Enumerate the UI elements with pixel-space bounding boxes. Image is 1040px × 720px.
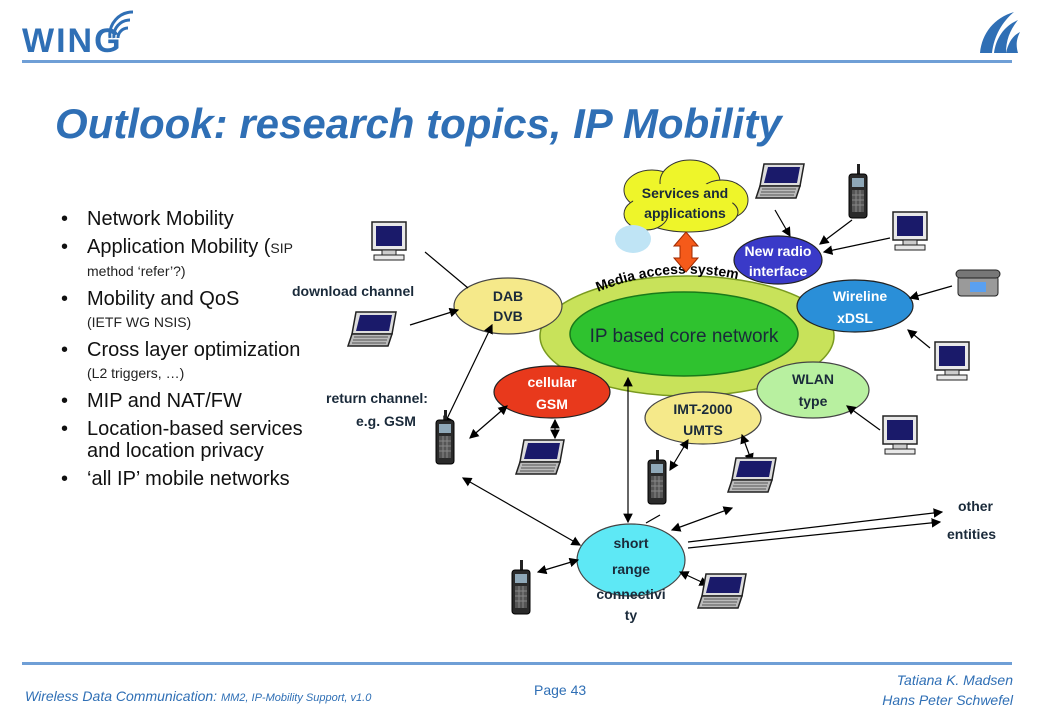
list-item: Application Mobility (SIP method ‘refer’… <box>55 236 325 282</box>
mobile-phone-icon <box>511 559 531 615</box>
imt-label-1: IMT-2000 <box>673 401 732 417</box>
bullet-text: Cross layer optimization <box>87 339 301 361</box>
list-item: MIP and NAT/FW <box>55 390 325 412</box>
author-1: Tatiana K. Madsen <box>896 672 1013 688</box>
laptop-icon <box>347 311 397 347</box>
bullet-subtext: (L2 triggers, …) <box>87 365 185 381</box>
aalborg-logo-icon <box>980 12 1020 53</box>
list-item: ‘all IP’ mobile networks <box>55 468 325 490</box>
cloud-bubble <box>615 225 651 253</box>
bullet-text: ‘all IP’ mobile networks <box>87 468 290 490</box>
wireline-label-2: xDSL <box>837 310 873 326</box>
bullet-subtext: (IETF WG NSIS) <box>87 314 192 330</box>
bullet-subtext: SIP method ‘refer’?) <box>87 240 293 279</box>
core-network-ellipse <box>569 291 799 377</box>
list-item: Mobility and QoS (IETF WG NSIS) <box>55 288 325 333</box>
desktop-computer-icon <box>882 415 918 455</box>
wlan-label-2: type <box>799 393 828 409</box>
new-radio-oval <box>733 235 823 285</box>
cellular-label-1: cellular <box>527 374 577 390</box>
laptop-icon <box>515 439 565 475</box>
footer-course: Wireless Data Communication: MM2, IP-Mob… <box>25 688 371 704</box>
footer-module: MM2, IP-Mobility Support, v1.0 <box>220 692 372 704</box>
list-item: Location-based services and location pri… <box>55 418 325 462</box>
desktop-computer-icon <box>371 221 407 261</box>
desktop-computer-icon <box>892 211 928 251</box>
footer-authors: Tatiana K. Madsen Hans Peter Schwefel <box>815 670 1013 710</box>
services-core-arrow <box>672 231 700 273</box>
mobile-phone-icon <box>435 409 455 465</box>
dab-label-1: DAB <box>493 288 523 304</box>
laptop-icon <box>697 573 747 609</box>
bullet-text: Application Mobility ( <box>87 236 271 258</box>
bullet-text: Location-based services and location pri… <box>87 418 303 462</box>
list-item: Cross layer optimization (L2 triggers, …) <box>55 339 325 384</box>
return-channel-label-1: return channel: <box>326 390 428 406</box>
header-divider <box>22 60 1012 63</box>
wireline-label-1: Wireline <box>833 288 888 304</box>
bullet-text: Network Mobility <box>87 208 234 230</box>
connection-lines <box>409 209 953 586</box>
cellular-oval <box>493 365 611 419</box>
cellular-label-2: GSM <box>536 396 568 412</box>
imt-oval <box>644 391 762 445</box>
topic-list: Network Mobility Application Mobility (S… <box>55 208 325 496</box>
new-radio-label-1: New radio <box>745 243 812 259</box>
mobile-phone-icon <box>647 449 667 505</box>
other-entities-label-1: other <box>958 498 994 514</box>
wing-logo-text: WING <box>22 22 123 60</box>
dab-label-2: DVB <box>493 308 523 324</box>
other-entities-label-2: entities <box>947 526 996 542</box>
author-2: Hans Peter Schwefel <box>882 692 1013 708</box>
wlan-oval <box>756 361 870 419</box>
bullet-text: MIP and NAT/FW <box>87 390 242 412</box>
page-title: Outlook: research topics, IP Mobility <box>55 100 782 147</box>
wireline-oval <box>796 279 914 333</box>
services-label-2: applications <box>644 205 726 221</box>
telephone-icon <box>955 269 1001 297</box>
core-network-label: IP based core network <box>590 326 779 347</box>
short-range-label-4: ty <box>625 607 638 623</box>
mobile-phone-icon <box>848 163 868 219</box>
wing-logo: WING <box>22 22 123 61</box>
wing-signal-icon <box>108 10 134 39</box>
desktop-computer-icon <box>934 341 970 381</box>
short-range-label-3: connectivi <box>596 586 665 602</box>
footer-course-title: Wireless Data Communication: <box>25 688 218 704</box>
new-radio-label-2: interface <box>749 263 808 279</box>
footer-divider <box>22 662 1012 665</box>
download-channel-label: download channel <box>292 283 414 299</box>
laptop-icon <box>755 163 805 199</box>
short-range-label-1: short <box>614 535 649 551</box>
list-item: Network Mobility <box>55 208 325 230</box>
dab-dvb-oval <box>453 277 563 335</box>
wlan-label-1: WLAN <box>792 371 834 387</box>
imt-label-2: UMTS <box>683 422 723 438</box>
page-number: Page 43 <box>534 682 587 698</box>
services-label-1: Services and <box>642 185 728 201</box>
short-range-label-2: range <box>612 561 650 577</box>
return-channel-label-2: e.g. GSM <box>356 413 416 429</box>
bullet-text: Mobility and QoS <box>87 288 240 310</box>
laptop-icon <box>727 457 777 493</box>
services-cloud <box>623 159 749 233</box>
